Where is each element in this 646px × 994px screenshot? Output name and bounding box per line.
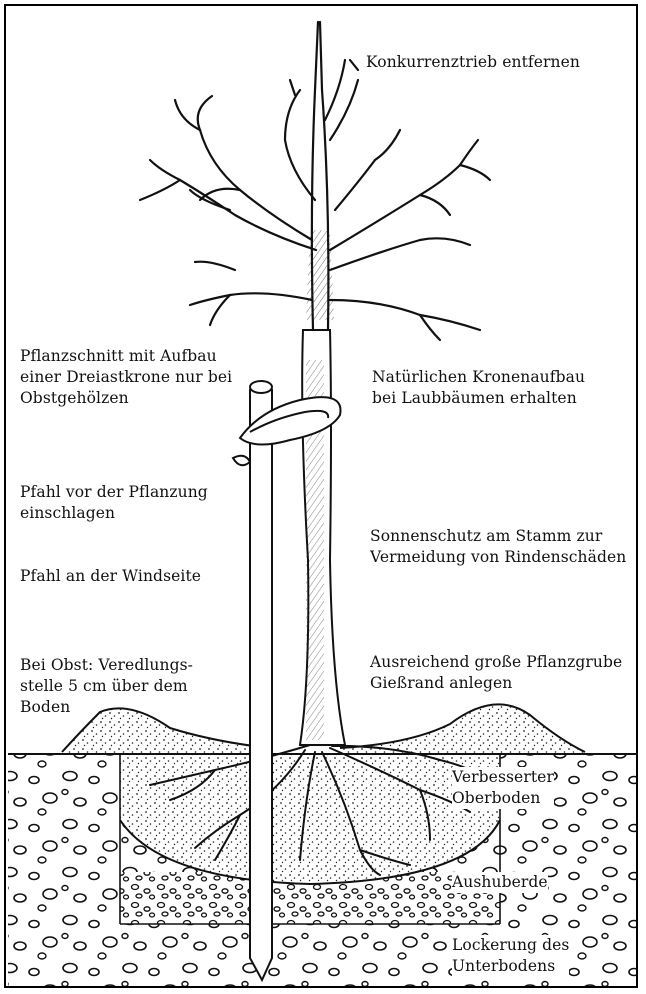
label-excavated-soil: Aushuberde bbox=[452, 872, 548, 893]
label-stake-wind-side: Pfahl an der Windseite bbox=[20, 566, 201, 587]
label-natural-crown: Natürlichen Kronenaufbau bei Laubbäumen … bbox=[372, 367, 585, 409]
label-planting-pit: Ausreichend große Pflanzgrube Gießrand a… bbox=[370, 652, 622, 694]
label-improved-topsoil: Verbesserter Oberboden bbox=[452, 767, 554, 809]
trunk bbox=[300, 330, 345, 745]
stake bbox=[250, 381, 272, 980]
label-sun-protection: Sonnenschutz am Stamm zur Vermeidung von… bbox=[370, 526, 626, 568]
label-pruning: Pflanzschnitt mit Aufbau einer Dreiastkr… bbox=[20, 346, 232, 409]
crown-shading bbox=[306, 230, 334, 320]
label-grafting-point: Bei Obst: Veredlungs- stelle 5 cm über d… bbox=[20, 655, 193, 718]
label-subsoil-loosening: Lockerung des Unterbodens bbox=[452, 935, 569, 977]
label-stake-before-planting: Pfahl vor der Pflanzung einschlagen bbox=[20, 482, 208, 524]
label-competing-shoot: Konkurrenztrieb entfernen bbox=[366, 52, 580, 73]
